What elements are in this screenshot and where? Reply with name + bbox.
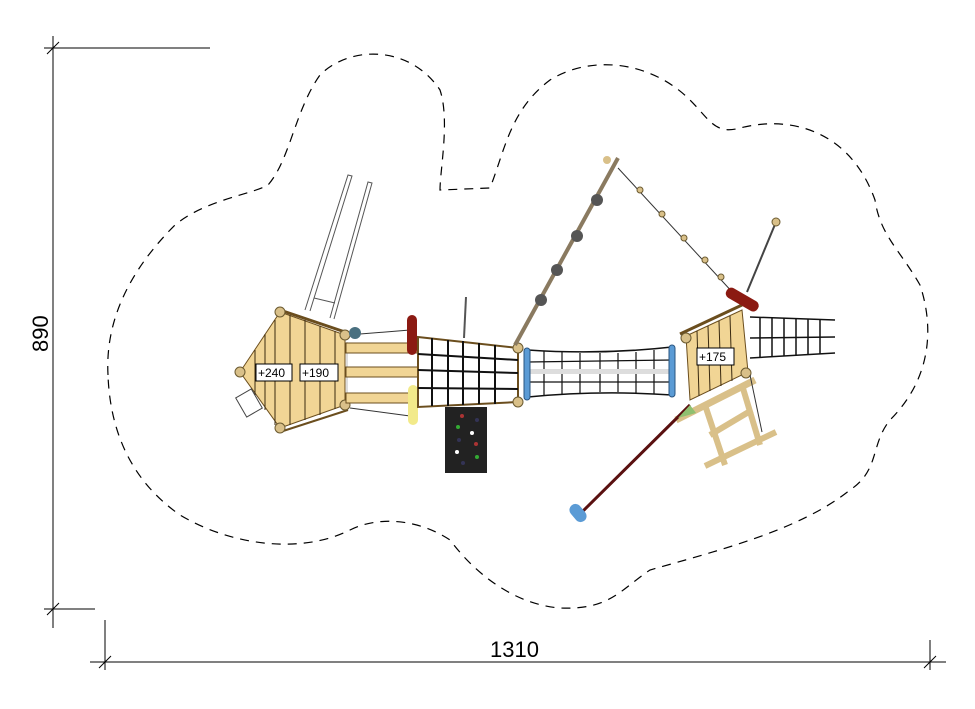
width-dimension: 1310 xyxy=(90,620,946,670)
right-tower: +175 xyxy=(679,217,781,401)
width-label: 1310 xyxy=(490,637,539,662)
ladder-rails xyxy=(304,174,373,320)
rope-ladder xyxy=(749,316,836,359)
net-tunnel xyxy=(523,344,676,401)
safety-zone-outline xyxy=(107,53,929,609)
net-deck xyxy=(417,296,524,409)
fire-pole xyxy=(569,403,696,523)
height-tag-190: +190 xyxy=(302,366,329,380)
plank-bridge xyxy=(345,315,419,425)
height-tag-240: +240 xyxy=(258,366,285,380)
climbing-pole xyxy=(513,156,736,346)
height-label: 890 xyxy=(28,315,53,352)
climbing-wall xyxy=(445,407,487,473)
left-tower: +240 +190 xyxy=(234,306,351,434)
height-tag-175: +175 xyxy=(699,350,726,364)
height-dimension: 890 xyxy=(28,36,210,628)
